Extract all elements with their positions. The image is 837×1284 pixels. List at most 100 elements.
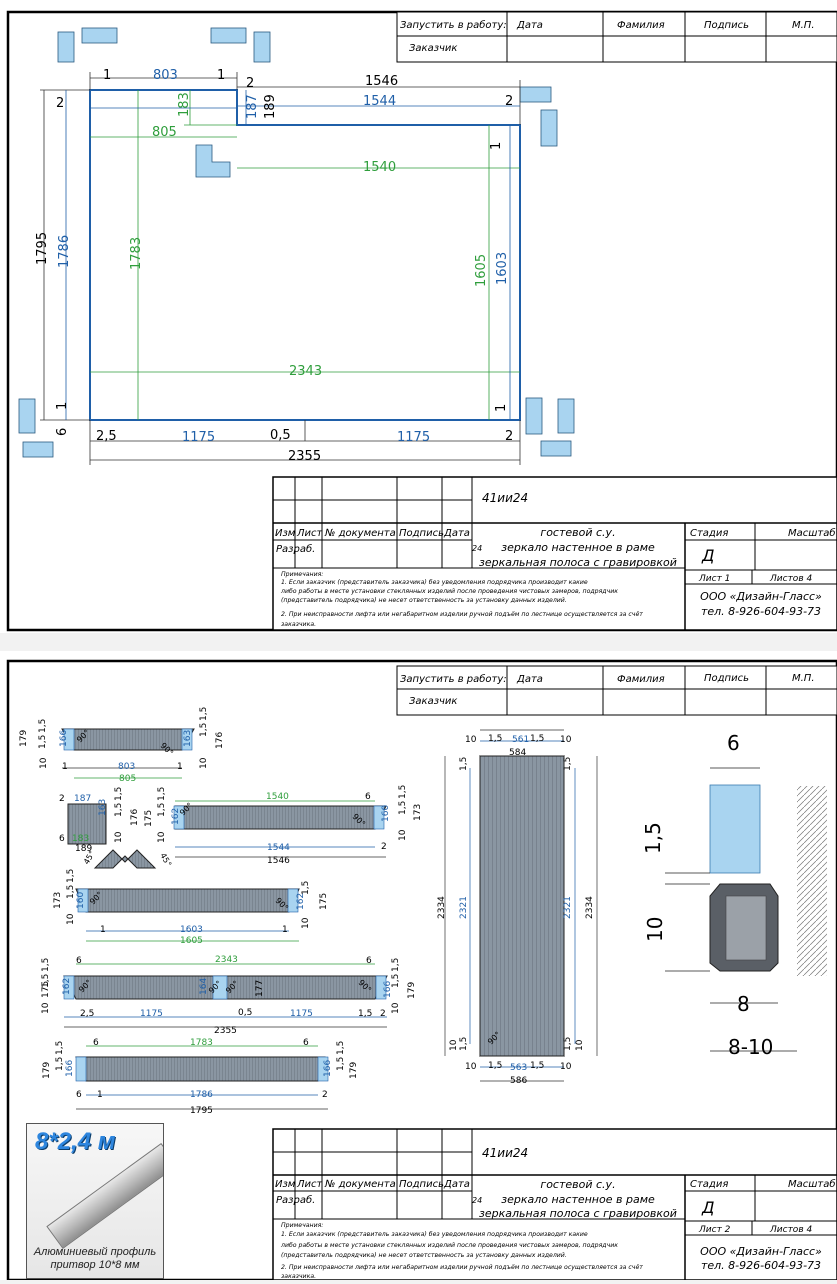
signature-label: Подпись: [704, 20, 749, 31]
svg-text:166: 166: [383, 981, 393, 998]
svg-text:10: 10: [560, 735, 572, 745]
svg-text:1,5: 1,5: [459, 757, 469, 771]
svg-text:1,5: 1,5: [488, 734, 502, 744]
svg-text:177: 177: [255, 980, 265, 997]
svg-text:2: 2: [59, 794, 65, 804]
svg-text:1,5: 1,5: [199, 723, 209, 737]
sheet-1-svg: Запустить в работу: Заказчик Дата Фамили…: [6, 10, 837, 632]
svg-text:162: 162: [296, 893, 306, 910]
svg-text:2: 2: [505, 94, 513, 109]
svg-text:0,5: 0,5: [270, 428, 291, 443]
svg-text:Масштаб: Масштаб: [788, 527, 836, 539]
svg-text:Примечания:: Примечания:: [281, 571, 323, 578]
sheet-2-svg: Запустить в работу: Заказчик Дата Фамили…: [6, 659, 837, 1282]
svg-text:2343: 2343: [215, 955, 238, 965]
svg-text:1783: 1783: [190, 1038, 213, 1048]
mirror-panel: 584 10 1,5 561 1,5 10 2334 2321 2321 233…: [437, 729, 598, 1086]
svg-text:10: 10: [157, 831, 167, 843]
svg-text:1603: 1603: [495, 252, 510, 285]
svg-text:162: 162: [62, 978, 72, 995]
svg-text:561: 561: [512, 735, 529, 745]
svg-text:2355: 2355: [214, 1026, 237, 1036]
svg-text:заказчика.: заказчика.: [281, 1273, 316, 1280]
profile-part-2: 2 187 183 6 189 163 1,5 1,5 176 10 1,5 1…: [59, 785, 423, 869]
svg-text:Лист: Лист: [296, 1179, 324, 1190]
svg-text:Листов 4: Листов 4: [769, 574, 812, 584]
svg-text:№ документа: № документа: [324, 528, 396, 539]
svg-text:160: 160: [381, 805, 391, 822]
svg-text:2: 2: [380, 1009, 386, 1019]
svg-text:2334: 2334: [585, 896, 595, 919]
customer-label: Заказчик: [409, 43, 457, 54]
svg-text:1175: 1175: [397, 430, 430, 445]
svg-text:Масштаб: Масштаб: [788, 1178, 836, 1190]
svg-text:8: 8: [737, 992, 750, 1016]
svg-text:563: 563: [510, 1063, 527, 1073]
title-block-1: 41ии24 Изм Лист № документа Подпись Дата…: [272, 476, 837, 631]
svg-text:1,5: 1,5: [66, 869, 76, 883]
svg-text:Лист: Лист: [296, 528, 324, 539]
svg-text:179: 179: [19, 730, 29, 747]
svg-text:Заказчик: Заказчик: [409, 696, 457, 707]
svg-text:Изм: Изм: [275, 1179, 296, 1190]
svg-text:(представитель подрядчика) не: (представитель подрядчика) не несет отве…: [281, 597, 567, 604]
svg-text:189: 189: [75, 844, 92, 854]
svg-text:1,5: 1,5: [459, 1037, 469, 1051]
svg-text:1,5: 1,5: [398, 785, 408, 799]
profile-part-3: 173 1,5 1,5 160 10 90° 90° 162 1,5 175 1…: [53, 869, 329, 946]
svg-text:2. При неисправности лифта или: 2. При неисправности лифта или негабарит…: [281, 1263, 643, 1271]
svg-text:1795: 1795: [190, 1106, 213, 1116]
profile-size-label: 8*2,4 м: [35, 1128, 116, 1155]
approval-stamp: Запустить в работу: Заказчик Дата Фамили…: [396, 11, 837, 63]
svg-text:1: 1: [177, 762, 183, 772]
svg-text:10: 10: [560, 1062, 572, 1072]
svg-text:Подпись: Подпись: [704, 673, 749, 684]
profile-section-detail: 6 1,5 10 8 8-10: [641, 731, 827, 1059]
svg-text:6: 6: [93, 1038, 99, 1048]
svg-text:2: 2: [56, 96, 64, 111]
svg-text:187: 187: [245, 94, 260, 119]
svg-text:1786: 1786: [57, 235, 72, 268]
svg-text:Примечания:: Примечания:: [281, 1222, 323, 1229]
svg-text:1: 1: [97, 1090, 103, 1100]
svg-text:1,5: 1,5: [336, 1041, 346, 1055]
svg-text:10: 10: [465, 735, 477, 745]
svg-text:584: 584: [509, 748, 526, 758]
svg-text:2: 2: [505, 429, 513, 444]
svg-text:1,5: 1,5: [55, 1041, 65, 1055]
svg-text:1,5: 1,5: [157, 803, 167, 817]
svg-text:Фамилия: Фамилия: [617, 674, 665, 685]
svg-text:1,5: 1,5: [358, 1009, 372, 1019]
svg-text:1175: 1175: [182, 430, 215, 445]
dimension-labels: 1 803 1 2 1546 2 183 187 189 1544 2 805 …: [35, 68, 513, 464]
svg-text:586: 586: [510, 1076, 527, 1086]
svg-text:1786: 1786: [190, 1090, 213, 1100]
svg-text:2. При неисправности лифта или: 2. При неисправности лифта или негабарит…: [281, 610, 643, 618]
surname-label: Фамилия: [617, 20, 665, 31]
svg-text:1544: 1544: [267, 843, 290, 853]
svg-text:10: 10: [398, 829, 408, 841]
svg-text:166: 166: [323, 1060, 333, 1077]
svg-text:зеркало настенное в раме: зеркало настенное в раме: [501, 1193, 655, 1206]
svg-text:1: 1: [103, 68, 111, 83]
svg-text:6: 6: [76, 956, 82, 966]
svg-text:6: 6: [365, 792, 371, 802]
svg-text:либо работы в месте установки: либо работы в месте установки стеклянных…: [280, 587, 618, 595]
svg-text:8-10: 8-10: [728, 1035, 773, 1059]
svg-text:166: 166: [59, 730, 69, 747]
svg-text:Стадия: Стадия: [690, 1179, 728, 1190]
svg-text:1: 1: [282, 925, 288, 935]
svg-text:зеркало настенное в раме: зеркало настенное в раме: [501, 541, 655, 554]
svg-text:Изм: Изм: [275, 528, 296, 539]
svg-text:24: 24: [472, 544, 482, 553]
title-block-2: 41ии24 Изм Лист № документа Подпись Дата…: [272, 1128, 837, 1281]
svg-text:164: 164: [199, 978, 209, 995]
svg-text:10: 10: [199, 757, 209, 769]
svg-text:тел. 8-926-604-93-73: тел. 8-926-604-93-73: [701, 605, 821, 618]
svg-text:1,5: 1,5: [55, 1057, 65, 1071]
svg-text:41ии24: 41ии24: [482, 491, 528, 505]
svg-text:1: 1: [62, 762, 68, 772]
svg-text:10: 10: [39, 757, 49, 769]
profile-caption: Алюминиевый профиль притвор 10*8 мм: [33, 1246, 157, 1271]
svg-text:176: 176: [130, 809, 140, 826]
